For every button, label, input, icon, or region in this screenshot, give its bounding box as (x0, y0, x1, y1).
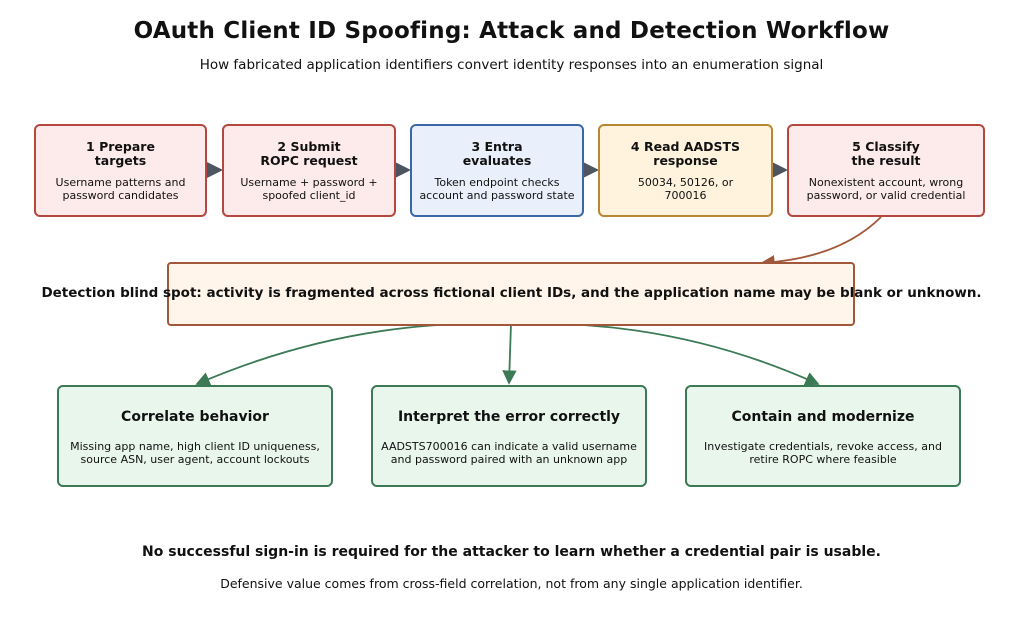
step-heading: 4 Read AADSTS response (630, 139, 741, 168)
step-description: Nonexistent account, wrong password, or … (806, 176, 966, 202)
diagram-title: OAuth Client ID Spoofing: Attack and Det… (133, 18, 890, 44)
card-heading: Interpret the error correctly (397, 409, 621, 425)
card-heading: Contain and modernize (731, 409, 915, 425)
card-contain-modernize: Contain and modernize Investigate creden… (685, 385, 961, 487)
step-prepare-targets: 1 Prepare targets Username patterns and … (34, 124, 207, 217)
step-description: Username patterns and password candidate… (55, 176, 186, 202)
step-description: Username + password + spoofed client_id (240, 176, 378, 202)
step-submit-ropc-request: 2 Submit ROPC request Username + passwor… (222, 124, 396, 217)
diagram-subtitle: How fabricated application identifiers c… (199, 57, 824, 73)
blind-spot-to-correlate-arrow (195, 322, 512, 386)
key-takeaway: No successful sign-in is required for th… (142, 544, 881, 560)
classify-to-blind-spot-arrow (760, 216, 882, 270)
card-correlate-behavior: Correlate behavior Missing app name, hig… (57, 385, 333, 487)
card-description: Investigate credentials, revoke access, … (704, 440, 942, 466)
step-heading: 1 Prepare targets (86, 139, 155, 168)
footer-note: Defensive value comes from cross-field c… (220, 576, 803, 591)
card-heading: Correlate behavior (121, 409, 269, 425)
step-description: Token endpoint checks account and passwo… (419, 176, 575, 202)
card-description: AADSTS700016 can indicate a valid userna… (381, 440, 637, 466)
detection-blind-spot-text: Detection blind spot: activity is fragme… (41, 285, 982, 301)
card-description: Missing app name, high client ID uniquen… (70, 440, 320, 466)
step-entra-evaluates: 3 Entra evaluates Token endpoint checks … (410, 124, 584, 217)
blind-spot-to-contain-arrow (510, 322, 820, 386)
card-interpret-error: Interpret the error correctly AADSTS7000… (371, 385, 647, 487)
step-heading: 2 Submit ROPC request (260, 139, 358, 168)
step-heading: 3 Entra evaluates (462, 139, 532, 168)
detection-blind-spot-box (167, 262, 855, 326)
blind-spot-to-interpret-arrow (502, 323, 517, 385)
step-classify-result: 5 Classify the result Nonexistent accoun… (787, 124, 985, 217)
step-read-aadsts-response: 4 Read AADSTS response 50034, 50126, or … (598, 124, 773, 217)
step-description: 50034, 50126, or 700016 (637, 176, 734, 202)
step-heading: 5 Classify the result (851, 139, 921, 168)
